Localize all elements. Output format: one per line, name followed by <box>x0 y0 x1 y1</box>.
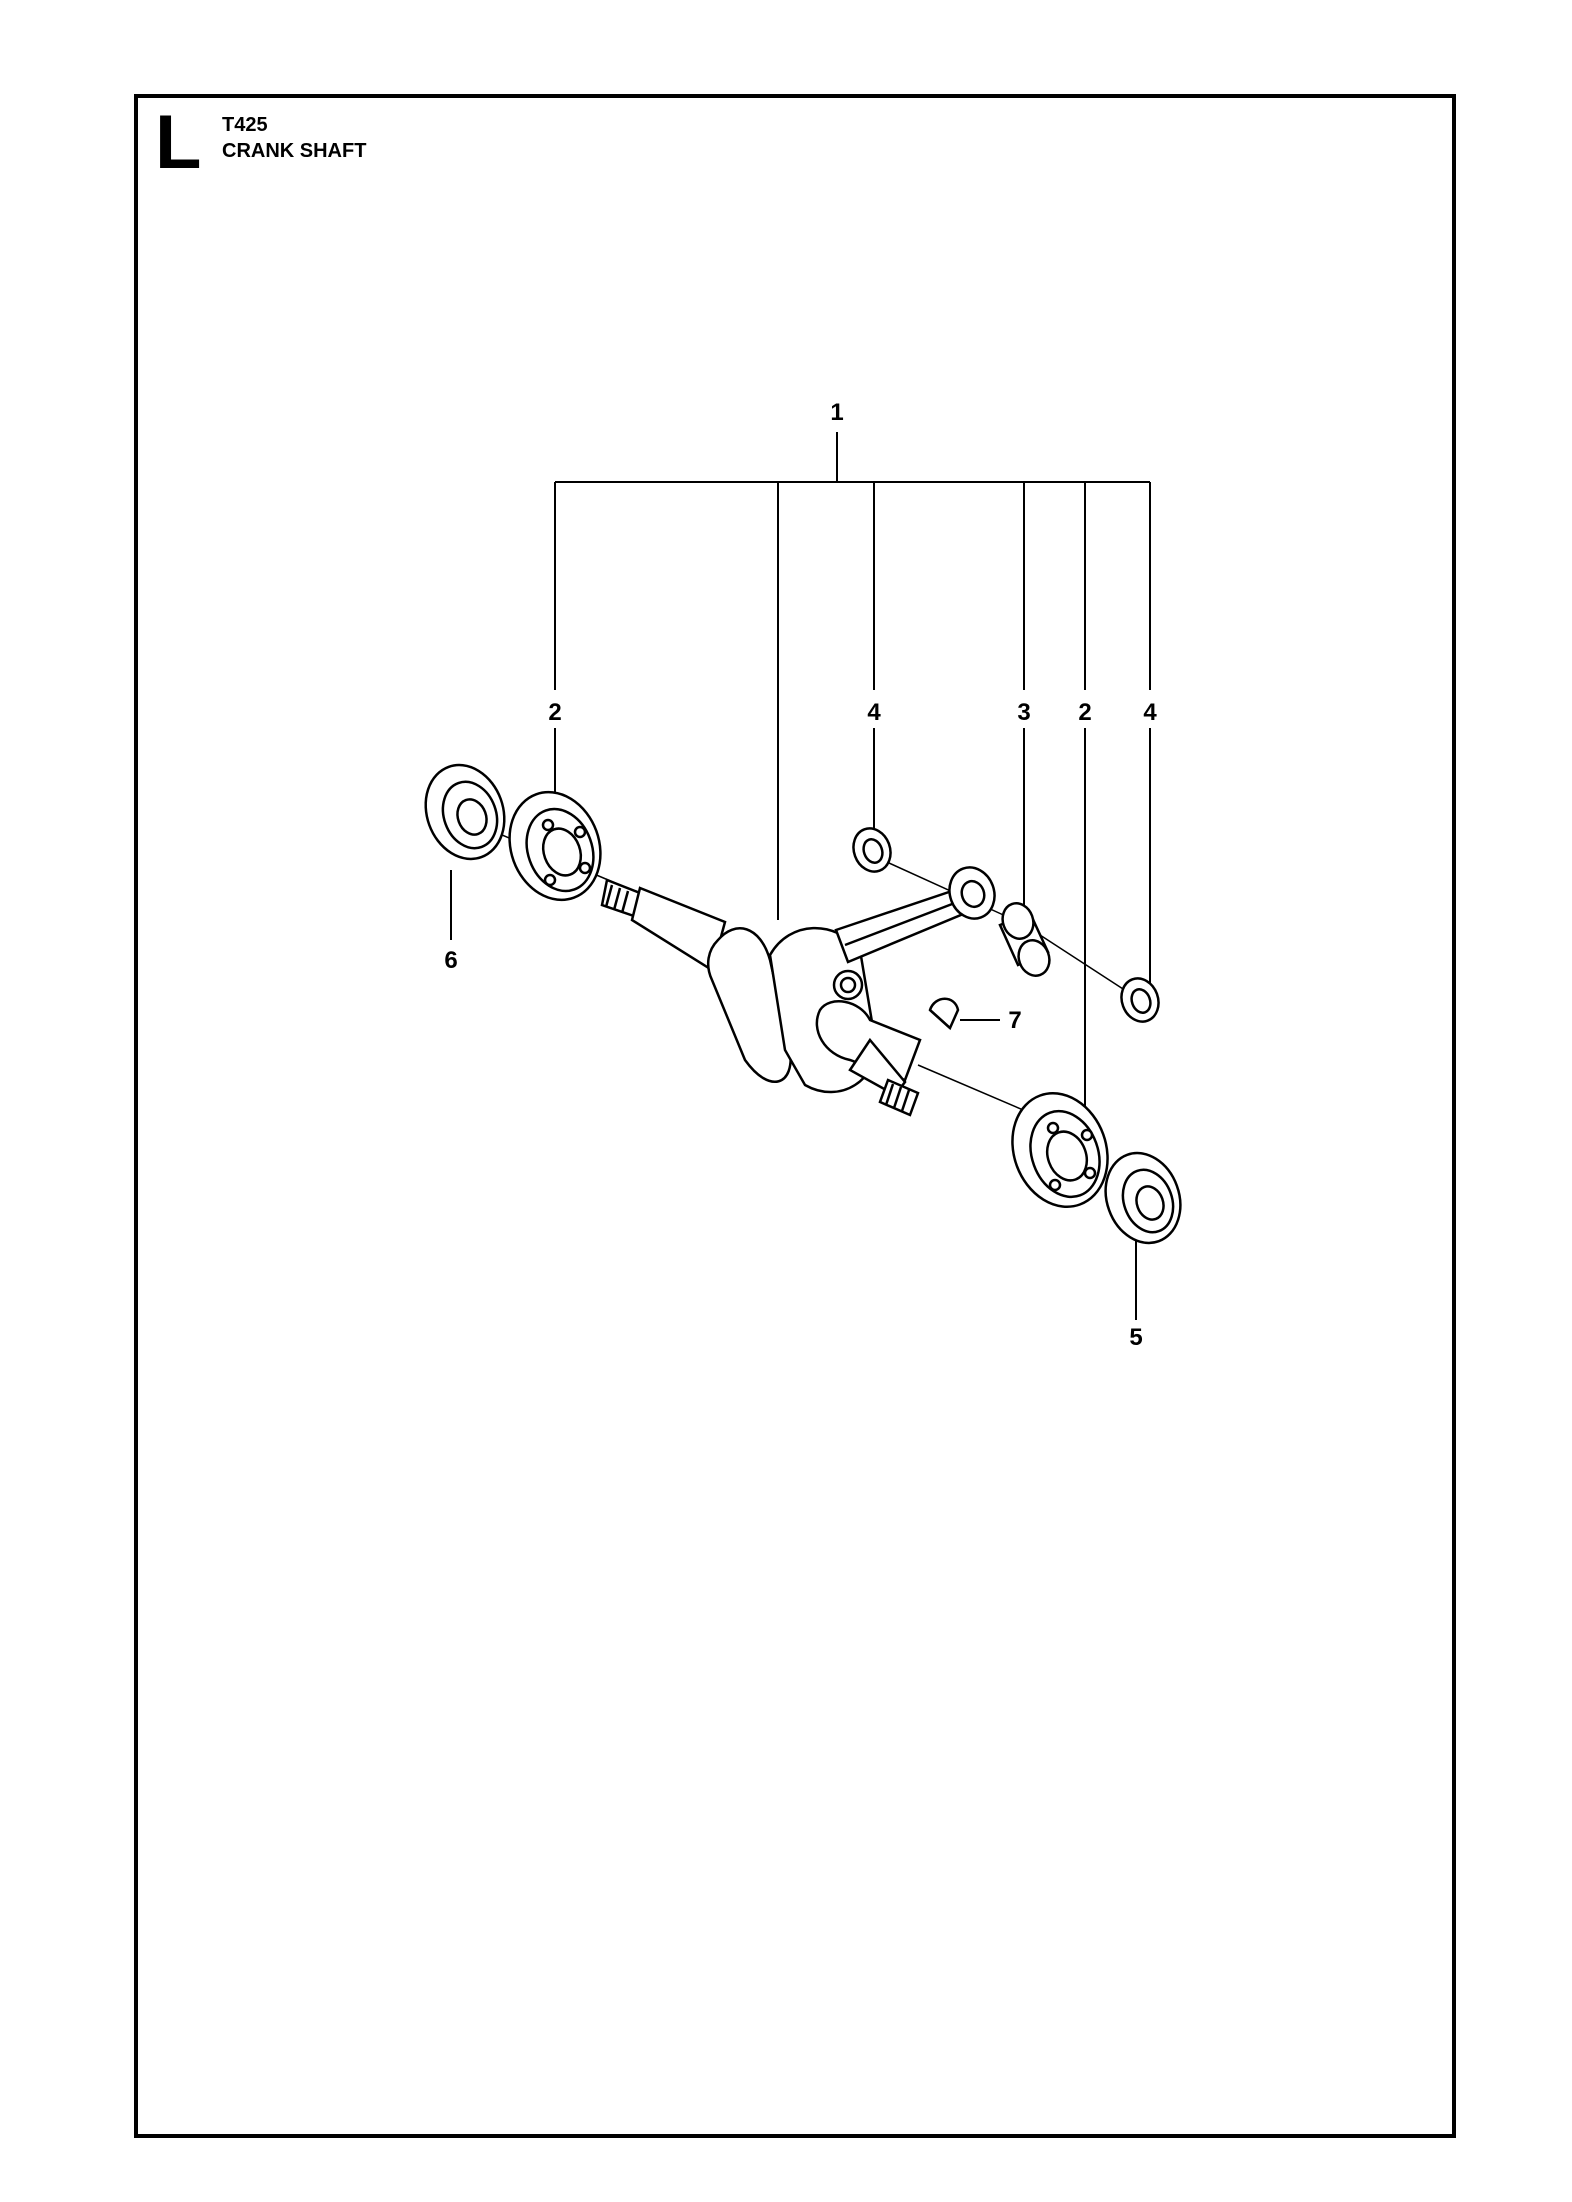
page-frame <box>134 94 1456 2138</box>
seal-5-part <box>1104 1151 1182 1245</box>
model-code: T425 <box>222 114 268 136</box>
callout-1: 1 <box>830 399 843 426</box>
section-title: CRANK SHAFT <box>222 140 367 162</box>
needle-bearing-3-part <box>998 902 1051 977</box>
callout-7: 7 <box>1008 1007 1021 1034</box>
callout-6: 6 <box>444 947 457 974</box>
callout-labels: 1 2 4 3 2 4 6 7 5 <box>444 399 1157 1351</box>
bearing-2-right-part <box>1011 1092 1109 1208</box>
washer-4-lower-part <box>1120 977 1160 1023</box>
callout-5: 5 <box>1129 1324 1142 1351</box>
callout-2-right: 2 <box>1078 699 1091 726</box>
callout-2-left: 2 <box>548 699 561 726</box>
callout-4-upper: 4 <box>867 699 881 726</box>
seal-6-part <box>424 763 506 861</box>
bearing-2-left-part <box>508 790 602 902</box>
woodruff-key-7-part <box>928 997 960 1031</box>
washer-4-upper-part <box>852 827 892 873</box>
crankshaft-part <box>600 878 922 1117</box>
connecting-rod-part <box>834 866 996 964</box>
callout-3: 3 <box>1017 699 1030 726</box>
callout-4-lower: 4 <box>1143 699 1157 726</box>
section-letter: L <box>155 100 202 185</box>
